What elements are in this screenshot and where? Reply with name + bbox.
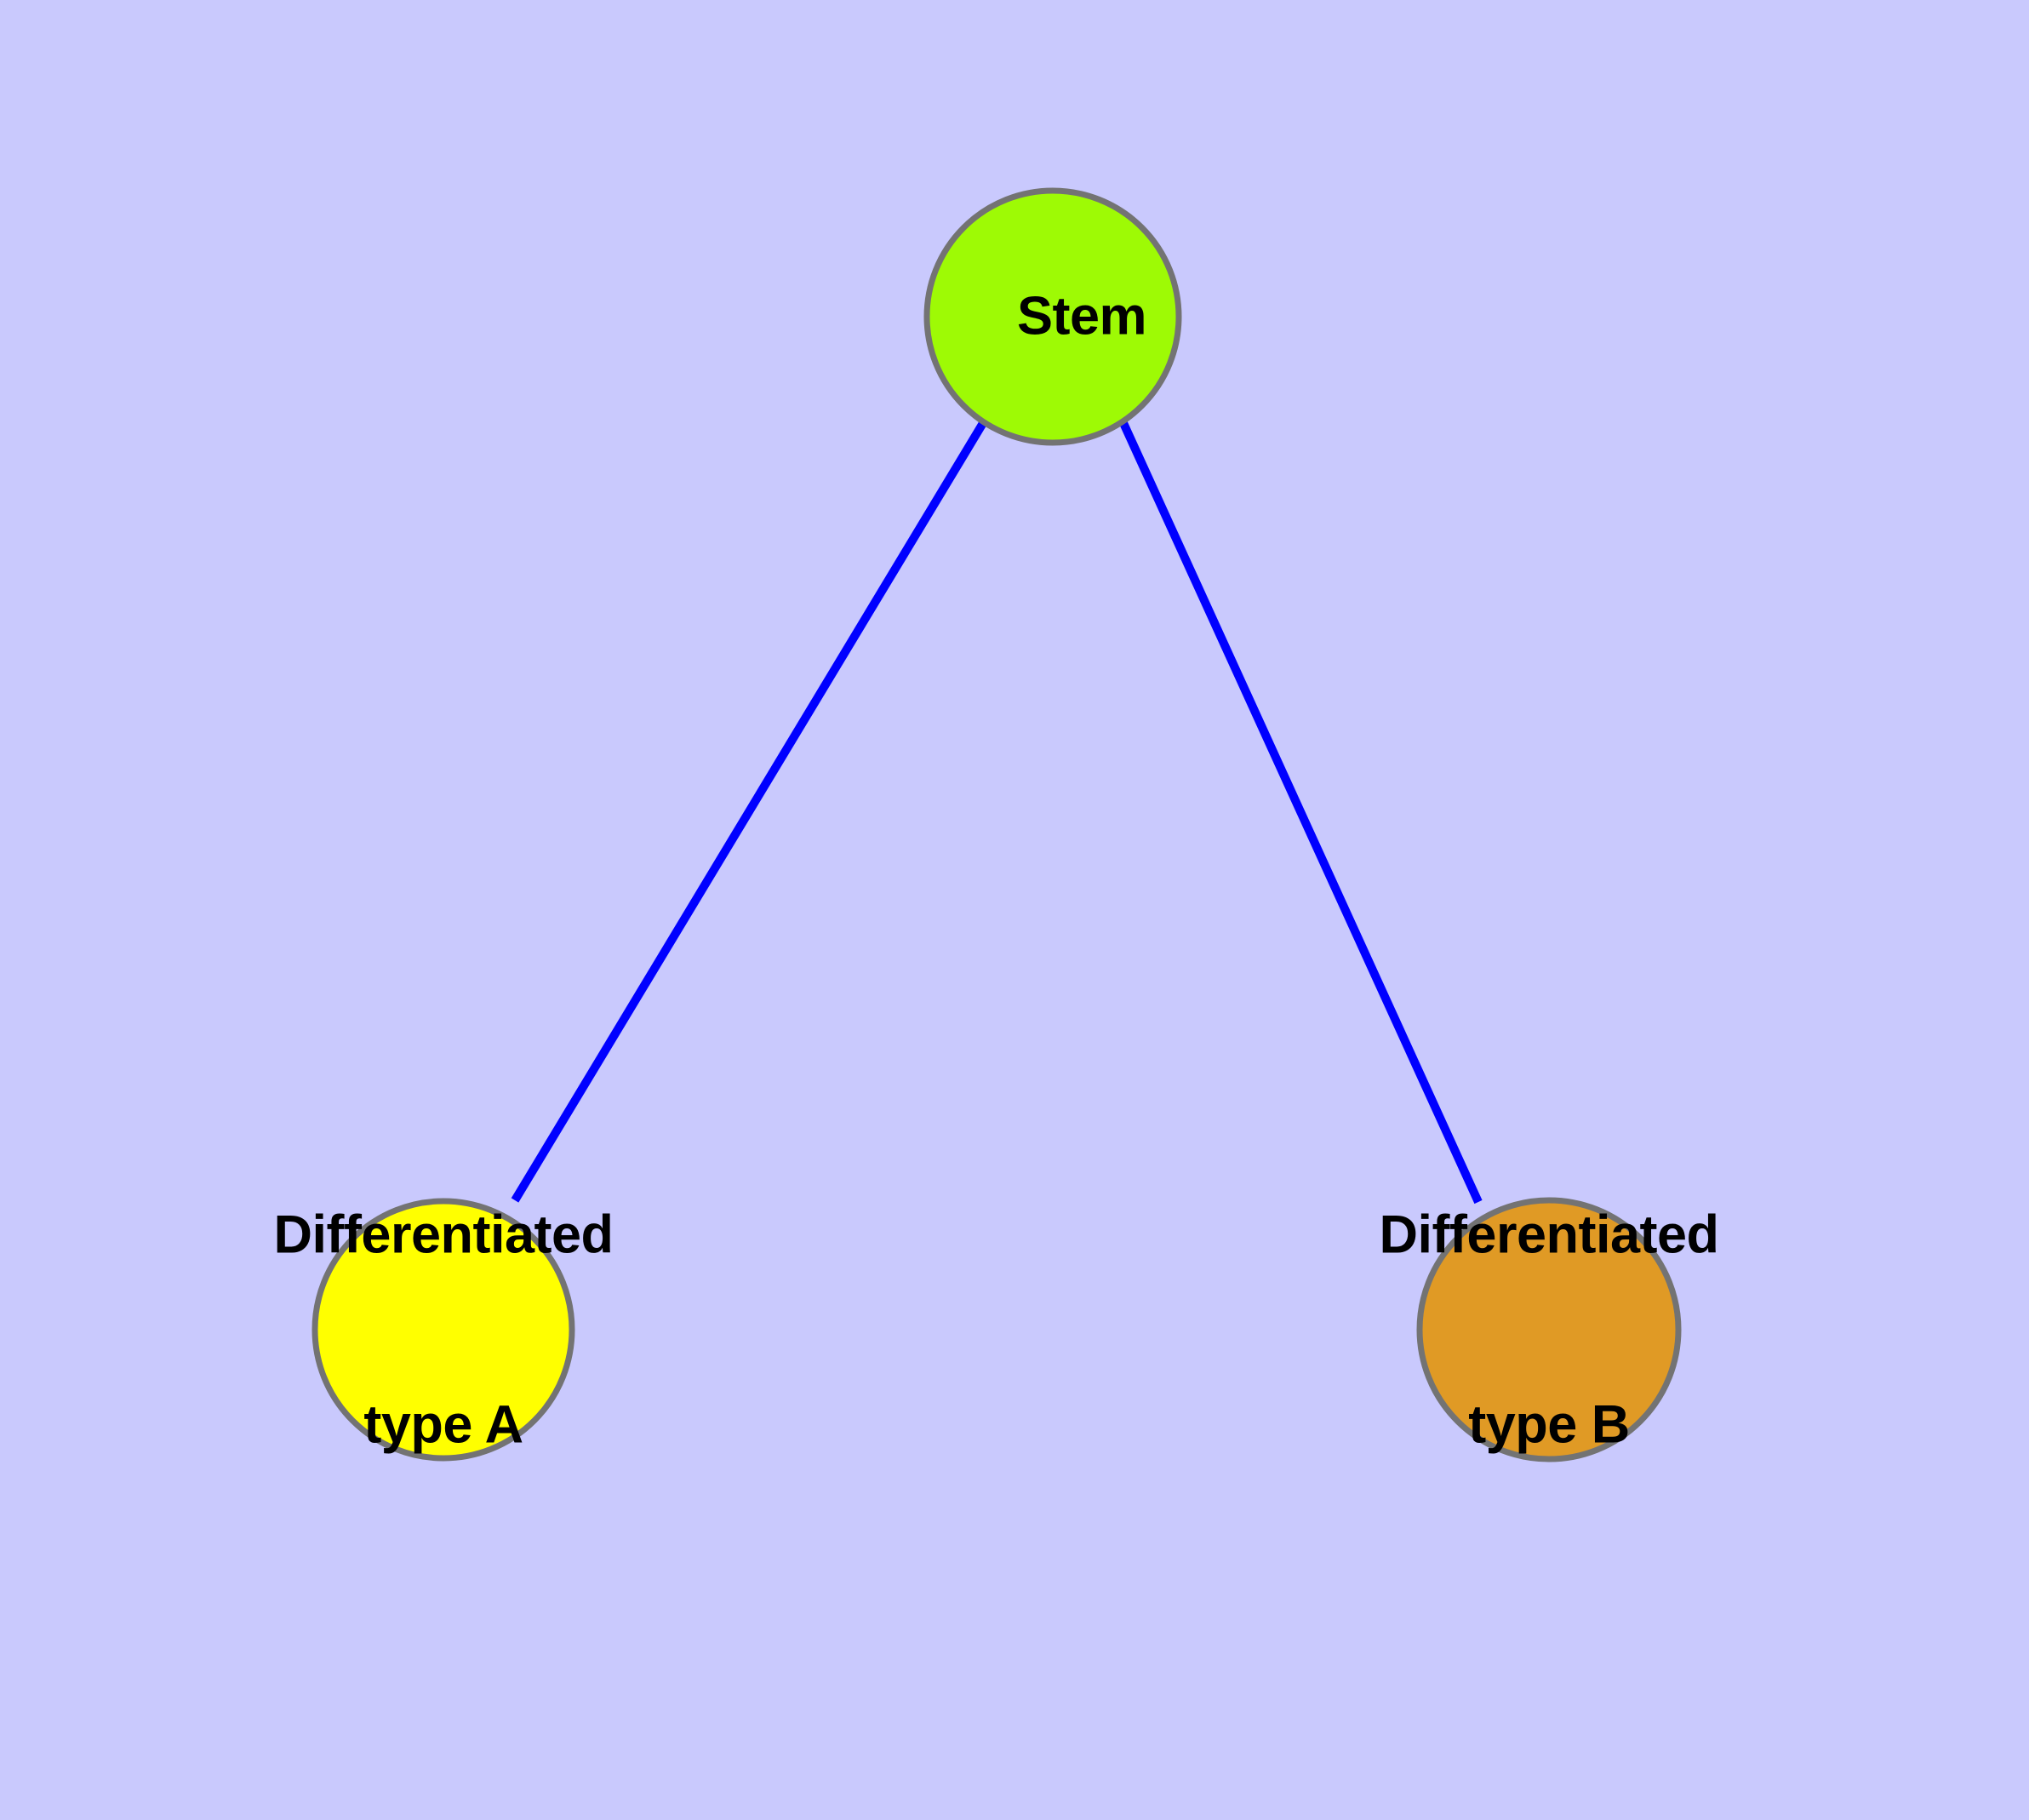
node-differentiated-type-b[interactable] bbox=[1416, 1197, 1682, 1462]
node-layer bbox=[311, 187, 1682, 1462]
node-stem[interactable] bbox=[923, 187, 1182, 446]
edge-stem-to-differentiated-type-b[interactable] bbox=[1119, 421, 1483, 1205]
edge-layer bbox=[511, 421, 1483, 1205]
node-differentiated-type-a[interactable] bbox=[311, 1198, 575, 1462]
edge-stem-to-differentiated-type-a[interactable] bbox=[511, 421, 987, 1203]
